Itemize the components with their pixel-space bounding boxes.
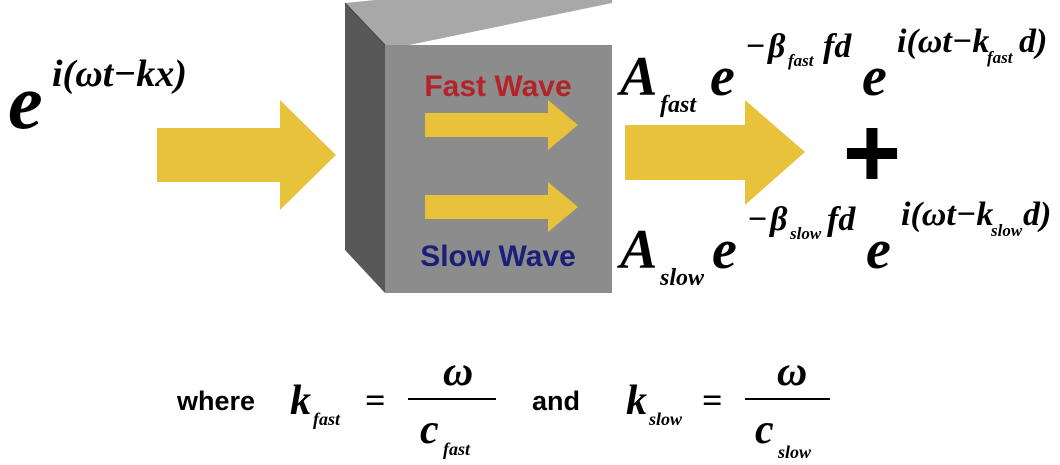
fast-exp1-sign: −	[745, 28, 766, 65]
slow-exp1-sign: −	[747, 201, 768, 238]
fast-exp1-beta: β	[766, 28, 786, 65]
fast-wave-arrow	[425, 100, 578, 150]
box-top-face	[345, 0, 612, 50]
k-slow-equals: =	[702, 380, 723, 420]
slow-wave-arrow	[425, 182, 578, 232]
fast-amplitude: A	[617, 46, 657, 108]
slow-exp1-tail: fd	[827, 201, 856, 238]
where-word: where	[176, 386, 255, 416]
box-edge	[344, 2, 386, 46]
k-slow-definition: k slow = ω c slow	[626, 349, 830, 462]
slow-amplitude: A	[617, 219, 657, 281]
fast-wave-label: Fast Wave	[424, 70, 571, 103]
box-front-face	[385, 45, 612, 293]
k-fast-definition: k fast = ω c fast	[290, 349, 496, 459]
slow-exp2-sub: slow	[990, 221, 1023, 240]
input-base: e	[8, 58, 43, 145]
slow-exp2-head: i(ωt−k	[901, 196, 993, 233]
k-slow-symbol: k	[626, 378, 647, 424]
slow-exp2-tail: d)	[1023, 196, 1051, 233]
k-slow-sub: slow	[648, 409, 683, 429]
k-slow-denominator: c	[755, 407, 774, 453]
input-wave-expression: e i(ωt−kx)	[8, 53, 187, 145]
slow-exp1-base: e	[712, 219, 737, 281]
fast-amplitude-sub: fast	[660, 92, 697, 118]
k-slow-denominator-sub: slow	[777, 442, 812, 462]
slow-amplitude-sub: slow	[659, 265, 705, 291]
k-fast-symbol: k	[290, 378, 311, 424]
fast-exp1-sub: fast	[788, 51, 815, 70]
fast-exp2-base: e	[862, 46, 887, 108]
k-slow-numerator: ω	[777, 349, 807, 395]
k-fast-equals: =	[365, 380, 386, 420]
input-arrow	[157, 100, 336, 210]
k-fast-denominator-sub: fast	[443, 439, 471, 459]
fast-exp1-tail: fd	[823, 28, 852, 65]
k-fast-denominator: c	[420, 407, 439, 453]
where-clause: where k fast = ω c fast and k slow = ω c…	[176, 349, 830, 462]
fast-exp2-head: i(ωt−k	[897, 23, 989, 60]
slow-exp2-base: e	[866, 219, 891, 281]
slow-output-expression: A slow e − β slow fd e i(ωt−k slow d)	[617, 196, 1051, 291]
box-side-face	[345, 3, 385, 293]
fast-exp2-sub: fast	[987, 48, 1014, 67]
k-fast-numerator: ω	[443, 349, 473, 395]
and-word: and	[532, 386, 580, 416]
input-exponent: i(ωt−kx)	[52, 53, 187, 95]
fast-exp1-base: e	[710, 46, 735, 108]
output-arrow	[625, 100, 805, 205]
plus-sign: +	[843, 97, 901, 209]
k-fast-sub: fast	[313, 409, 341, 429]
fast-exp2-tail: d)	[1019, 23, 1047, 60]
slow-exp1-beta: β	[768, 201, 788, 238]
fast-output-expression: A fast e − β fast fd e i(ωt−k fast d)	[617, 23, 1047, 118]
medium-box: Fast Wave Slow Wave	[344, 0, 612, 293]
slow-wave-label: Slow Wave	[420, 240, 576, 273]
slow-exp1-sub: slow	[789, 224, 822, 243]
